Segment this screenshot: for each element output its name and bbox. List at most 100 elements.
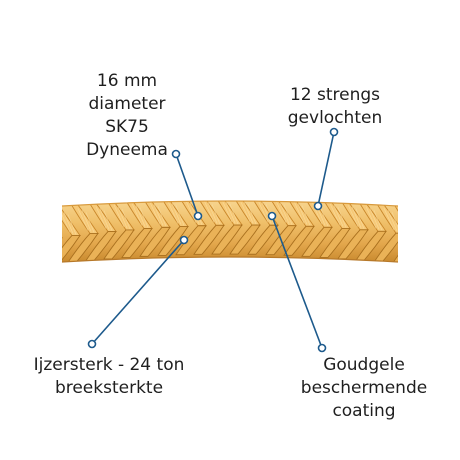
braid-fibre	[131, 203, 143, 226]
braid-fibre	[117, 206, 128, 229]
braid-strand-upper	[62, 206, 63, 239]
braid-fibre	[243, 201, 254, 224]
label-strands: 12 strengs gevlochten	[268, 84, 402, 130]
braid-fibre	[293, 201, 305, 224]
braid-fibre	[301, 205, 311, 226]
braid-fibre	[62, 210, 71, 233]
braid-fibre	[261, 202, 272, 224]
label-line: diameter	[88, 94, 166, 114]
braid-fibre	[171, 203, 182, 225]
braid-strand-lower	[121, 228, 153, 258]
braid-strand-lower	[67, 232, 99, 262]
braid-fibre	[355, 208, 365, 229]
braid-fibre	[391, 212, 398, 233]
braid-fibre	[85, 212, 95, 233]
dyneema-rope	[42, 200, 440, 267]
braid-fibre	[297, 203, 308, 225]
label-breaking-strength: Ijzersterk - 24 ton breeksterkte	[14, 354, 204, 400]
braid-strand-lower	[211, 224, 243, 255]
braid-fibre	[333, 205, 344, 227]
label-coating: Goudgele beschermende coating	[282, 354, 446, 423]
braid-fibre	[46, 215, 55, 236]
rope-bottom-edge	[61, 256, 399, 263]
braid-fibre	[99, 208, 110, 230]
braid-fibre	[207, 202, 218, 224]
braid-fibre	[337, 207, 347, 228]
braid-fibre	[229, 203, 239, 225]
leader-diameter	[171, 149, 203, 221]
braid-pattern	[42, 201, 440, 267]
braid-fibre	[185, 201, 197, 223]
braid-fibre	[387, 210, 398, 232]
braid-strand-lower	[373, 232, 398, 262]
leader-strands	[313, 127, 339, 211]
braid-strand-lower	[247, 224, 279, 255]
braid-fibre	[149, 202, 161, 225]
braid-fibre	[157, 206, 167, 227]
braid-strand-lower	[103, 229, 135, 260]
leader-strength	[87, 235, 189, 349]
braid-fibre	[113, 204, 125, 228]
braid-fibre	[77, 208, 89, 231]
braid-strand-lower	[175, 225, 207, 256]
braid-fibre	[67, 214, 77, 235]
label-line: 12 strengs	[289, 85, 381, 105]
braid-strand-lower	[410, 238, 440, 267]
braid-fibre	[424, 215, 433, 236]
braid-fibre	[347, 204, 359, 227]
leader-lines	[87, 127, 339, 353]
braid-fibre	[81, 210, 92, 232]
label-line: gevlochten	[287, 108, 383, 128]
braid-fibre	[383, 208, 395, 231]
rope-top-edge	[61, 200, 399, 207]
braid-strand-lower	[283, 225, 315, 256]
braid-fibre	[257, 201, 269, 223]
braid-strand-lower	[139, 226, 171, 257]
braid-fibre	[211, 204, 221, 225]
braid-strand-lower	[319, 227, 351, 258]
label-line: 16 mm	[96, 71, 158, 91]
label-line: Ijzersterk - 24 ton	[33, 355, 185, 375]
leader-coating	[267, 211, 327, 353]
braid-fibre	[153, 204, 164, 226]
braid-fibre	[63, 212, 74, 234]
braid-fibre	[402, 210, 412, 232]
braid-fibre	[239, 201, 251, 223]
braid-fibre	[311, 202, 323, 225]
braid-fibre	[410, 214, 418, 234]
braid-fibre	[167, 201, 179, 224]
braid-fibre	[420, 213, 430, 235]
braid-strand-lower	[157, 226, 189, 256]
braid-fibre	[42, 213, 52, 235]
braid-fibre	[428, 217, 436, 237]
braid-strand-lower	[62, 235, 81, 262]
braid-fibre	[135, 205, 146, 227]
braid-fibre	[225, 201, 236, 224]
braid-fibre	[139, 207, 149, 228]
braid-fibre	[175, 205, 185, 226]
label-line: coating	[332, 401, 396, 421]
braid-fibre	[203, 201, 215, 223]
braid-fibre	[279, 202, 290, 224]
braid-strand-upper	[393, 203, 398, 236]
braid-fibre	[95, 206, 107, 229]
label-line: Goudgele	[323, 355, 405, 375]
braid-fibre	[369, 208, 380, 230]
braid-fibre	[103, 210, 113, 231]
braid-fibre	[221, 201, 233, 223]
braid-fibre	[50, 217, 58, 237]
braid-fibre	[121, 208, 131, 230]
braid-fibre	[373, 210, 383, 231]
braid-fibre	[351, 206, 362, 228]
braid-strand-upper	[412, 207, 440, 238]
label-line: beschermende	[300, 378, 428, 398]
braid-strand-lower	[229, 224, 261, 255]
braid-strand-lower	[301, 226, 333, 257]
braid-strand-lower	[193, 224, 225, 255]
braid-strand-lower	[62, 237, 63, 262]
braid-fibre	[283, 204, 293, 225]
braid-fibre	[365, 206, 377, 229]
braid-fibre	[275, 201, 287, 223]
